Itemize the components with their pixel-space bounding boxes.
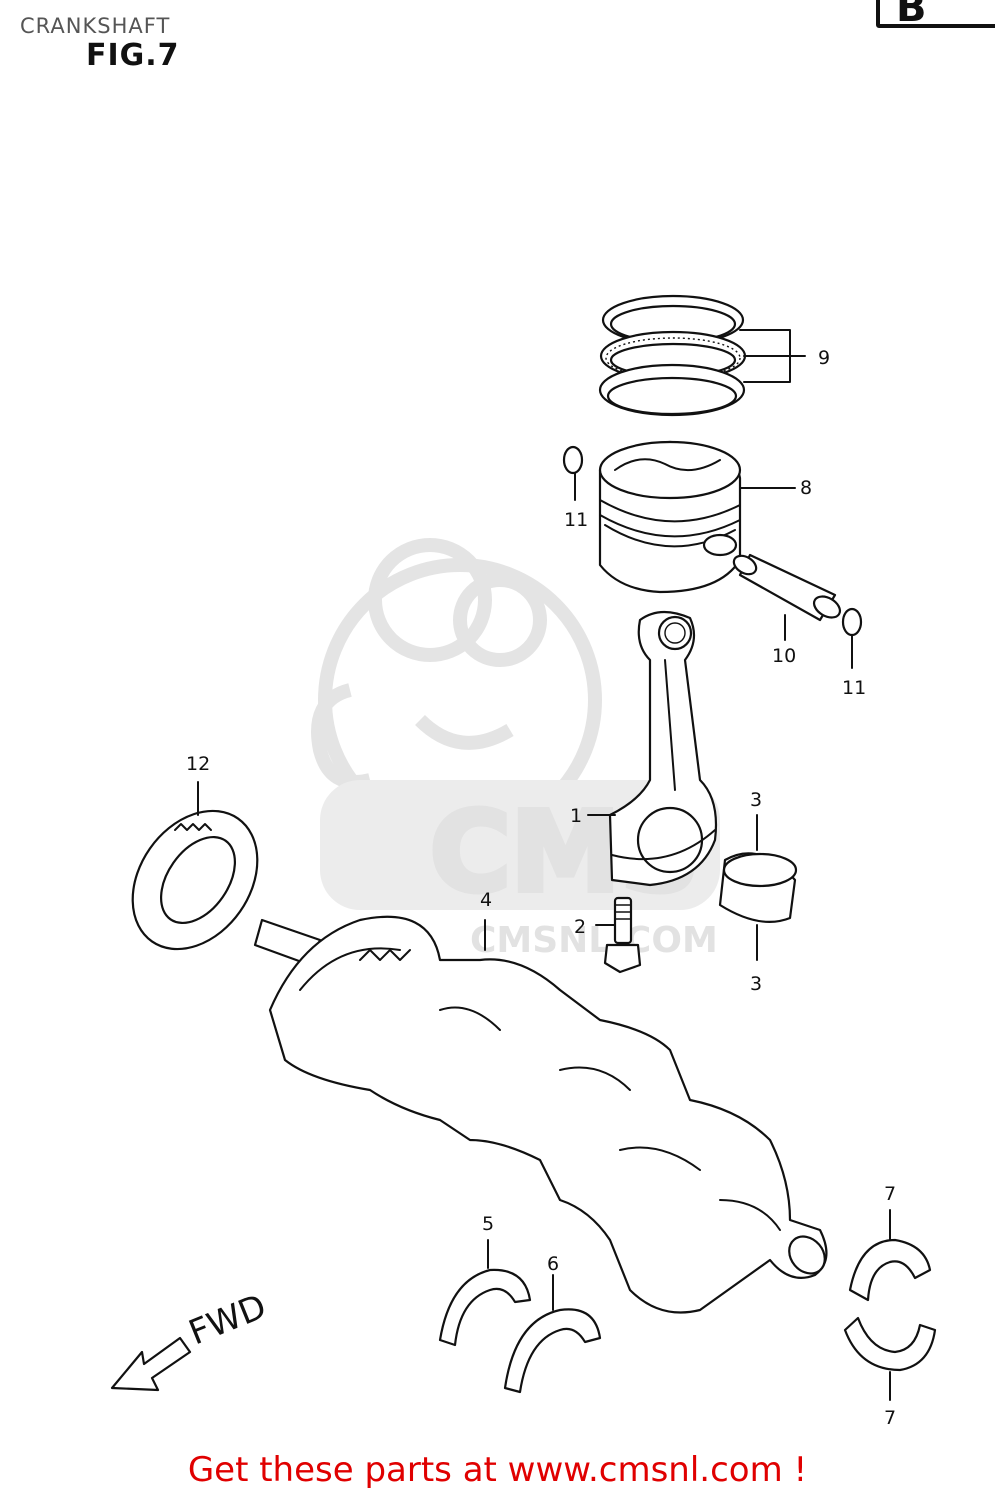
callout-3a: 3 — [750, 789, 762, 811]
watermark-url: CMSNL.COM — [470, 920, 718, 961]
callout-11b: 11 — [842, 677, 866, 699]
callout-4: 4 — [480, 889, 492, 911]
callout-5: 5 — [482, 1213, 494, 1235]
circlips — [562, 445, 863, 669]
callout-11a: 11 — [564, 509, 588, 531]
crank-gear — [131, 781, 259, 951]
callout-3b: 3 — [750, 973, 762, 995]
figure-label: FIG.7 — [86, 38, 180, 73]
piston — [598, 440, 796, 594]
rod-bolt — [595, 896, 642, 974]
callout-8: 8 — [800, 477, 812, 499]
callout-9: 9 — [818, 347, 830, 369]
callout-1: 1 — [570, 805, 582, 827]
section-badge-letter: B — [896, 0, 927, 31]
main-bearings — [843, 1209, 937, 1401]
page-title: CRANKSHAFT — [20, 14, 171, 38]
piston-pin — [732, 553, 842, 641]
footer-link[interactable]: Get these parts at www.cmsnl.com ! — [187, 1450, 808, 1490]
crankshaft — [253, 915, 828, 1314]
callout-12: 12 — [186, 753, 210, 775]
callout-10: 10 — [772, 645, 796, 667]
fwd-label: FWD — [183, 1287, 272, 1354]
connecting-rod — [587, 610, 718, 887]
fwd-arrow: FWD — [110, 1287, 272, 1392]
callout-7b: 7 — [884, 1407, 896, 1429]
piston-rings — [598, 294, 806, 417]
section-badge: B — [876, 0, 995, 28]
thrust-bearings — [438, 1239, 602, 1394]
callout-2: 2 — [574, 916, 586, 938]
callout-7a: 7 — [884, 1183, 896, 1205]
rod-bearings — [718, 814, 798, 961]
callout-6: 6 — [547, 1253, 559, 1275]
